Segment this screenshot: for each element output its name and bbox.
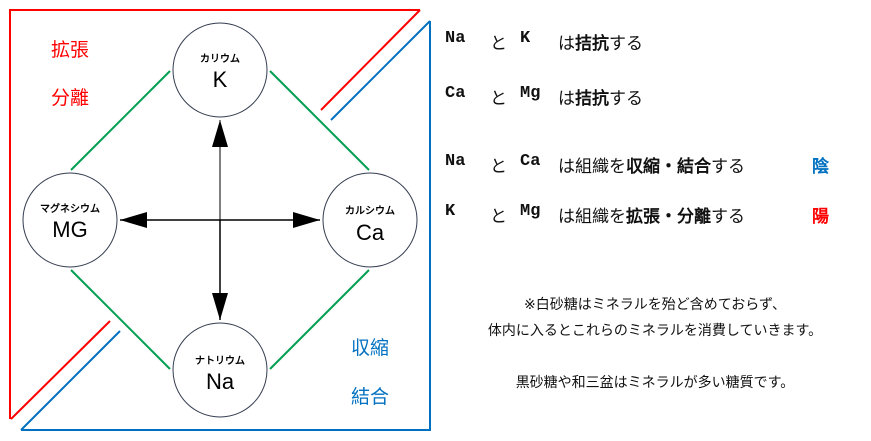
antagonism-arrows bbox=[120, 120, 320, 320]
element-b: Ca bbox=[520, 152, 541, 171]
yang-tag: 陽 bbox=[812, 207, 829, 227]
relation: 拮抗 bbox=[575, 89, 609, 109]
expand-frame bbox=[9, 9, 421, 420]
node-na bbox=[172, 322, 268, 418]
note-line-2: 体内に入るとこれらのミネラルを消費していきます。 bbox=[487, 323, 823, 339]
suffix: する bbox=[609, 89, 643, 109]
label-separate: 分離 bbox=[51, 87, 89, 109]
conjunction: と bbox=[490, 34, 507, 54]
label-contract: 収縮 bbox=[351, 337, 389, 359]
link-lines bbox=[70, 70, 370, 370]
node-mg bbox=[22, 172, 118, 268]
element-a: Na bbox=[445, 29, 466, 48]
conjunction: と bbox=[490, 207, 507, 227]
relation: 収縮・結合 bbox=[626, 157, 711, 177]
conjunction: と bbox=[490, 157, 507, 177]
node-mg-symbol: MG bbox=[52, 217, 87, 242]
contract-frame bbox=[20, 20, 431, 431]
element-a: K bbox=[445, 202, 456, 221]
relation: 拮抗 bbox=[575, 34, 609, 54]
note-line-1: ※白砂糖はミネラルを殆ど含めておらず、 bbox=[523, 297, 787, 313]
node-k-kana: カリウム bbox=[200, 53, 240, 65]
element-a: Na bbox=[445, 152, 466, 171]
node-na-symbol: Na bbox=[206, 369, 235, 394]
mineral-diagram: カリウム K マグネシウム MG カルシウム Ca ナトリウム Na 拡張 分離… bbox=[9, 9, 431, 431]
suffix: する bbox=[609, 34, 643, 54]
node-ca-symbol: Ca bbox=[356, 220, 385, 245]
node-ca-kana: カルシウム bbox=[345, 205, 395, 217]
particle: は bbox=[558, 89, 575, 109]
particle: は bbox=[558, 34, 575, 54]
element-a: Ca bbox=[445, 84, 466, 103]
node-na-kana: ナトリウム bbox=[195, 355, 245, 367]
yin-tag: 陰 bbox=[812, 157, 829, 177]
suffix: する bbox=[711, 157, 745, 177]
label-bind: 結合 bbox=[351, 386, 389, 408]
particle: は組織を bbox=[558, 157, 626, 177]
node-k-symbol: K bbox=[213, 67, 228, 92]
element-b: Mg bbox=[520, 84, 541, 103]
node-ca bbox=[322, 172, 418, 268]
conjunction: と bbox=[490, 89, 507, 109]
label-expand: 拡張 bbox=[51, 39, 89, 61]
node-mg-kana: マグネシウム bbox=[40, 202, 100, 215]
suffix: する bbox=[711, 207, 745, 227]
note-line-3: 黒砂糖や和三盆はミネラルが多い糖質です。 bbox=[515, 375, 795, 391]
node-k bbox=[172, 22, 268, 118]
relation: 拡張・分離 bbox=[626, 207, 711, 227]
element-b: Mg bbox=[520, 202, 541, 221]
particle: は組織を bbox=[558, 207, 626, 227]
element-b: K bbox=[520, 29, 531, 48]
